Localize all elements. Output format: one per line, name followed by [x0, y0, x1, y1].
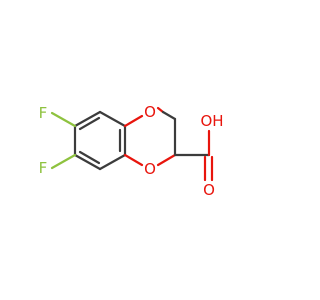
bond-c3-c4 [73, 153, 102, 171]
molecule-structure-diagram: F F O O OH O [39, 103, 224, 199]
bond-c1-c2 [73, 110, 102, 128]
bond-c6-o-top [123, 114, 144, 128]
bond-c3-f [50, 153, 77, 170]
fluorine-bonds [50, 111, 77, 170]
bond-o-bottom-c5 [123, 153, 144, 167]
dioxane-ring [123, 106, 177, 167]
benzene-ring [73, 110, 127, 171]
bond-c4-c5 [98, 153, 127, 171]
bond-ch-o-bottom [156, 153, 177, 167]
double-bond-inner-1 [78, 116, 101, 131]
carboxylic-acid-group [173, 129, 214, 182]
oxygen-bottom-label: O [144, 160, 156, 178]
hydroxyl-label: OH [200, 112, 223, 130]
fluorine-top-label: F [39, 104, 48, 122]
bond-c6-c1 [98, 110, 127, 128]
oxygen-top-label: O [144, 103, 156, 121]
fluorine-bottom-label: F [39, 159, 48, 177]
bond-ch2-upper [161, 110, 177, 121]
bond-c2-f [50, 111, 77, 128]
carbonyl-oxygen-label: O [203, 181, 215, 199]
double-bond-inner-2 [78, 150, 101, 165]
